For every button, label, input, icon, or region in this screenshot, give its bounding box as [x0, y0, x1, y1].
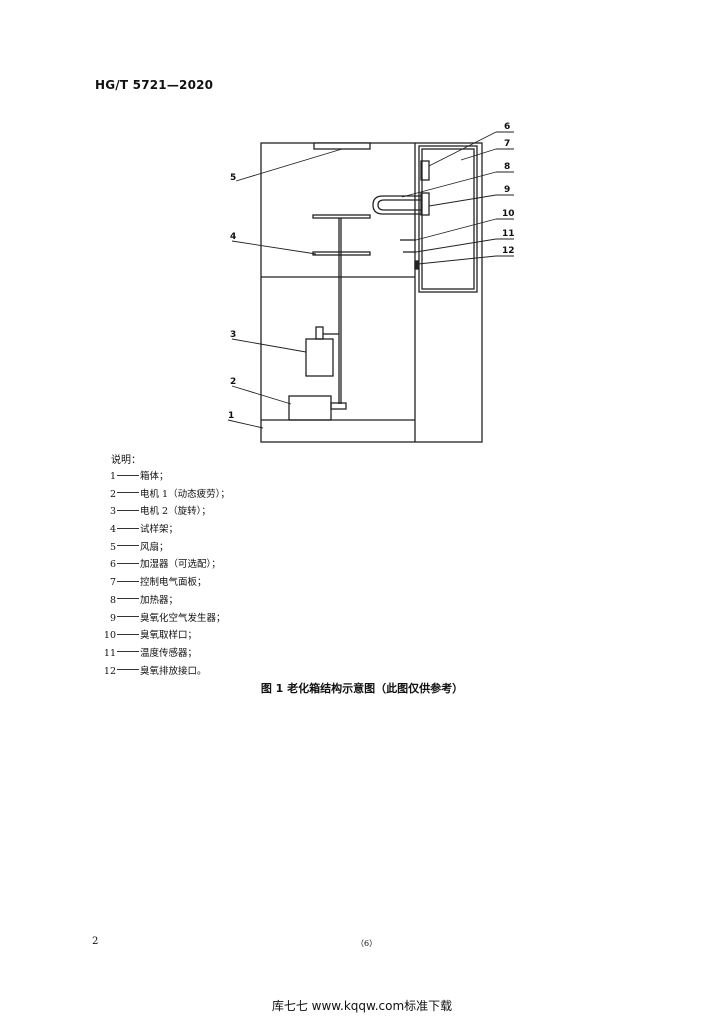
document-code: HG/T 5721—2020 [95, 78, 214, 92]
legend-item: 2 电机 1（动态疲劳）； [100, 486, 230, 504]
legend-item: 5 风扇； [100, 539, 230, 557]
heater-shape-inner [377, 199, 421, 211]
heater-shape [372, 195, 421, 215]
legend-item-number: 6 [109, 559, 116, 571]
rack-shelf-top [312, 214, 371, 219]
legend-item: 7 控制电气面板； [100, 574, 230, 592]
page-number: 2 [92, 936, 99, 947]
legend-item-text: 电机 1（动态疲劳）； [140, 488, 230, 500]
callout-2: 2 [230, 377, 236, 387]
leader-line [415, 218, 497, 241]
callout-4: 4 [230, 232, 236, 242]
control-panel-inner [421, 148, 475, 290]
callout-3: 3 [230, 330, 236, 340]
fan-shape [313, 142, 371, 150]
callout-7: 7 [504, 139, 510, 149]
legend-item-number: 12 [103, 665, 116, 677]
legend-item-number: 2 [109, 488, 116, 500]
callout-5: 5 [230, 173, 236, 183]
legend-item-text: 加湿器（可选配）； [140, 559, 221, 571]
legend-item-number: 1 [109, 471, 116, 482]
callout-10: 10 [502, 209, 515, 219]
figure-caption: 图 1 老化箱结构示意图（此图仅供参考） [260, 682, 464, 695]
legend-item: 8 加热器； [100, 592, 230, 610]
legend-item-text: 风扇； [140, 541, 169, 553]
legend-item: 6 加湿器（可选配）； [100, 556, 230, 574]
legend-item-text: 控制电气面板； [140, 577, 207, 589]
leader-line [428, 131, 497, 167]
legend-item-number: 3 [109, 506, 116, 518]
legend-item-number: 11 [103, 647, 116, 659]
callout-1: 1 [228, 411, 234, 421]
motor-2-shaft [315, 326, 324, 340]
callout-11: 11 [502, 229, 515, 239]
exhaust-port-shape [414, 260, 419, 270]
callout-6: 6 [504, 122, 510, 132]
callout-9: 9 [504, 185, 510, 195]
motor-1-coupling [330, 402, 347, 410]
leader-line [417, 255, 497, 265]
page-number-alt: （6） [356, 939, 378, 948]
leader-line [460, 148, 497, 161]
legend-item-text: 箱体； [140, 471, 169, 482]
legend-item-text: 臭氧化空气发生器； [140, 612, 226, 624]
legend-item: 4 试样架； [100, 521, 230, 539]
leader-line [231, 385, 292, 405]
legend-item-text: 电机 2（旋转）； [140, 506, 211, 518]
cabinet-outline [260, 142, 483, 443]
leader-line [401, 171, 497, 198]
legend-item-text: 加热器； [140, 594, 179, 606]
motor-1-body [288, 395, 332, 421]
legend-item: 12 臭氧排放接口。 [100, 663, 230, 681]
leader-line [235, 148, 343, 182]
leader-line [231, 338, 307, 353]
legend-item-number: 7 [109, 577, 116, 589]
aging-chamber-diagram: 5 4 3 2 1 6 7 8 9 10 11 12 [227, 122, 515, 443]
legend-item: 11 温度传感器； [100, 645, 230, 663]
legend-title: 说明： [111, 455, 141, 466]
legend-item-text: 臭氧排放接口。 [140, 665, 207, 677]
callout-8: 8 [504, 162, 510, 172]
legend-item: 1 箱体； [100, 468, 230, 486]
legend-item-text: 试样架； [140, 524, 179, 536]
leader-line [231, 240, 317, 255]
leader-line [227, 419, 264, 429]
leader-line [415, 238, 497, 253]
legend-item: 3 电机 2（旋转）； [100, 503, 230, 521]
leader-line [428, 194, 497, 207]
legend-item-number: 4 [109, 524, 116, 536]
legend-item-number: 10 [103, 630, 116, 642]
legend-item-number: 8 [109, 594, 116, 606]
legend-item-number: 9 [109, 612, 116, 624]
callout-12: 12 [502, 246, 515, 256]
legend-item: 10 臭氧取样口； [100, 627, 230, 645]
legend-item-number: 5 [109, 541, 116, 553]
ozone-generator-shape [420, 192, 430, 216]
legend-item-text: 温度传感器； [140, 647, 198, 659]
legend-item: 9 臭氧化空气发生器； [100, 610, 230, 628]
footer-watermark[interactable]: 库七七 www.kqqw.com标准下载 [271, 999, 453, 1013]
legend-item-text: 臭氧取样口； [140, 630, 198, 642]
motor-2-body [305, 338, 334, 377]
control-panel [418, 145, 478, 293]
humidifier-shape [420, 160, 430, 181]
